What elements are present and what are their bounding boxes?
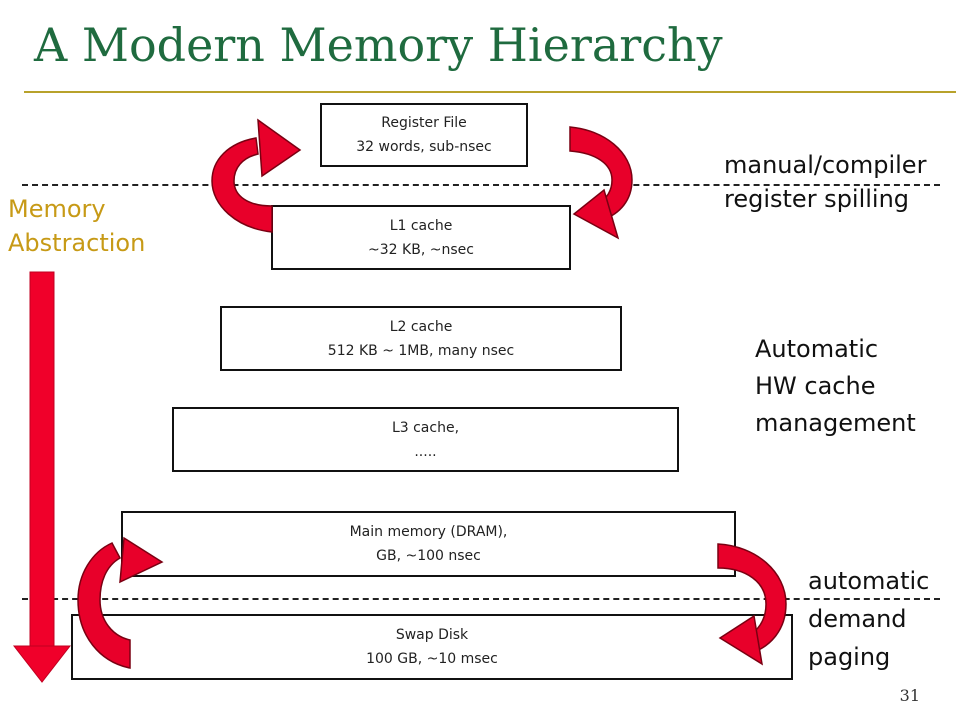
l3-cache-detail: ..... — [414, 443, 437, 460]
disk-boundary-line — [22, 598, 940, 600]
demand-paging-line-1: automatic — [808, 567, 930, 595]
page-number: 31 — [899, 686, 920, 705]
register-spilling-line-1: manual/compiler — [724, 151, 927, 179]
register-file-name: Register File — [381, 115, 467, 131]
swap-disk-box: Swap Disk 100 GB, ~10 msec — [71, 614, 793, 680]
register-file-box: Register File 32 words, sub-nsec — [320, 103, 528, 167]
swap-disk-detail: 100 GB, ~10 msec — [366, 651, 498, 667]
curved-arrow-icon — [211, 118, 302, 233]
register-boundary-line — [22, 184, 940, 186]
memory-abstraction-label: Memory Abstraction — [8, 192, 145, 260]
memory-abstraction-line-1: Memory — [8, 195, 106, 223]
curved-arrow-icon — [77, 536, 164, 669]
l2-cache-name: L2 cache — [389, 318, 453, 335]
memory-abstraction-line-2: Abstraction — [8, 229, 146, 257]
hw-cache-line-1: Automatic — [755, 335, 879, 363]
curved-arrow-icon — [569, 126, 633, 240]
demand-paging-line-3: paging — [808, 643, 891, 671]
curved-arrow-icon — [717, 543, 787, 666]
slide-title: A Modern Memory Hierarchy — [34, 18, 723, 72]
l3-cache-name: L3 cache, — [391, 419, 460, 436]
main-memory-box: Main memory (DRAM), GB, ~100 nsec — [121, 511, 736, 577]
register-spilling-label: manual/compiler register spilling — [724, 148, 926, 216]
register-file-detail: 32 words, sub-nsec — [356, 139, 492, 155]
hw-cache-label: Automatic HW cache management — [755, 331, 916, 442]
l1-cache-box: L1 cache ~32 KB, ~nsec — [271, 205, 571, 270]
demand-paging-label: automatic demand paging — [808, 562, 929, 676]
main-memory-name: Main memory (DRAM), — [349, 524, 508, 540]
demand-paging-line-2: demand — [808, 605, 907, 633]
l1-cache-detail: ~32 KB, ~nsec — [368, 241, 474, 258]
l3-cache-box: L3 cache, ..... — [172, 407, 679, 472]
hw-cache-line-3: management — [755, 409, 916, 437]
l2-cache-box: L2 cache 512 KB ~ 1MB, many nsec — [220, 306, 622, 371]
hw-cache-line-2: HW cache — [755, 372, 876, 400]
swap-disk-name: Swap Disk — [395, 627, 469, 643]
title-divider — [24, 91, 956, 93]
l2-cache-detail: 512 KB ~ 1MB, many nsec — [327, 342, 515, 359]
l1-cache-name: L1 cache — [389, 217, 453, 234]
down-arrow-icon — [12, 271, 72, 683]
main-memory-detail: GB, ~100 nsec — [376, 548, 481, 564]
register-spilling-line-2: register spilling — [724, 185, 910, 213]
